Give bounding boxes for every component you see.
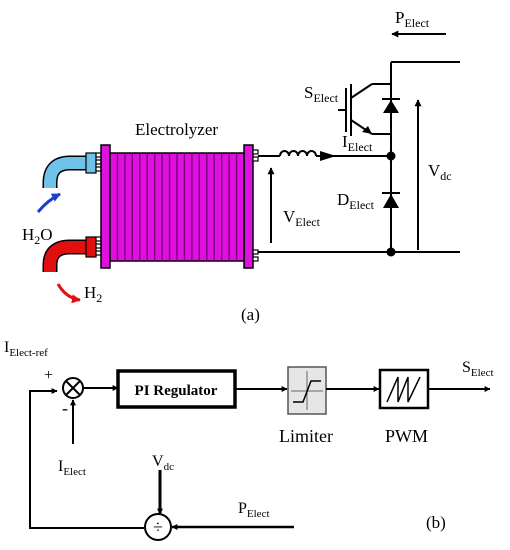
pi-regulator-block: PI Regulator bbox=[116, 369, 237, 409]
minus-sign: - bbox=[62, 398, 68, 418]
summing-junction bbox=[62, 377, 84, 399]
electrolyzer-label: Electrolyzer bbox=[135, 120, 218, 139]
hydrogen-flow-arrow bbox=[56, 283, 81, 304]
right-connectors bbox=[252, 149, 259, 262]
output-label: SElect bbox=[462, 359, 494, 379]
igbt-diode bbox=[382, 98, 400, 113]
vdc-input-label: Vdc bbox=[152, 453, 174, 473]
divider-block: ÷ bbox=[144, 513, 172, 541]
electrolyzer-stack bbox=[100, 144, 254, 269]
voltage-label: VElect bbox=[283, 207, 321, 229]
pwm-label: PWM bbox=[385, 426, 428, 446]
pi-regulator-label: PI Regulator bbox=[135, 383, 218, 399]
divide-symbol: ÷ bbox=[153, 517, 163, 537]
limiter-block bbox=[287, 366, 327, 415]
water-flow-arrow bbox=[36, 192, 61, 213]
dc-voltage-label: Vdc bbox=[428, 161, 452, 183]
igbt-switch bbox=[338, 83, 391, 136]
limiter-label: Limiter bbox=[279, 426, 333, 446]
plus-sign: + bbox=[44, 367, 53, 384]
reference-input-label: IElect-ref bbox=[4, 339, 48, 359]
diode-label: DElect bbox=[337, 190, 375, 212]
caption-b: (b) bbox=[426, 513, 446, 532]
part-b-control-loop: IElect-ref + - IElect PI Regulator bbox=[4, 339, 494, 541]
water-label: H2O bbox=[22, 225, 53, 247]
inductor bbox=[279, 150, 317, 157]
switch-label: SElect bbox=[304, 83, 339, 105]
power-input-label: PElect bbox=[238, 500, 270, 520]
current-arrow bbox=[320, 151, 336, 161]
power-label: PElect bbox=[395, 8, 430, 30]
feedback-input-label: IElect bbox=[58, 458, 86, 478]
lower-diode bbox=[382, 192, 400, 208]
caption-a: (a) bbox=[241, 305, 260, 324]
part-a-circuit: Electrolyzer H2O H2 PElect SElect IElect… bbox=[22, 8, 460, 324]
hydrogen-label: H2 bbox=[84, 283, 102, 305]
pwm-block bbox=[378, 368, 430, 410]
current-label: IElect bbox=[342, 132, 373, 154]
